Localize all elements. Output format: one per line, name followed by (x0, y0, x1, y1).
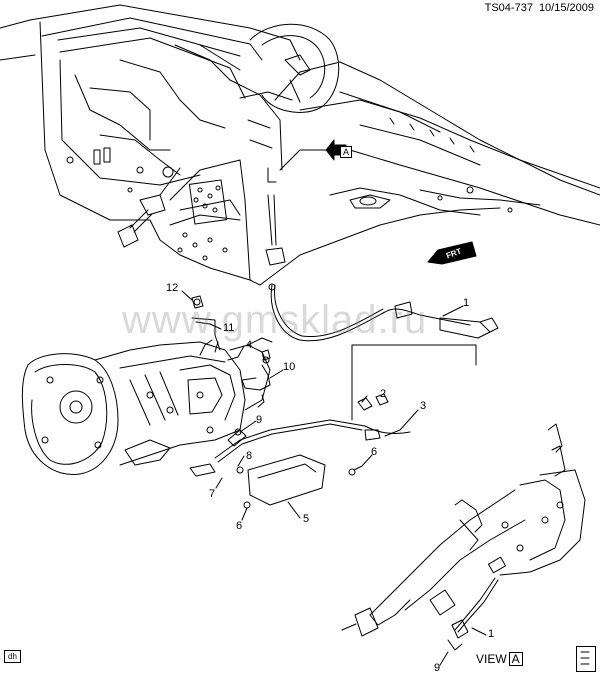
view-letter-box: A (508, 652, 523, 666)
shield-5-shape (247, 454, 326, 506)
diagram-code: TS04-737 (484, 2, 533, 14)
callout-3: 3 (420, 400, 427, 412)
callout-11: 11 (223, 322, 235, 334)
callout-5: 5 (303, 513, 310, 525)
callout-1-cable: 1 (463, 297, 470, 309)
callout-9-upper: 9 (256, 414, 263, 426)
author-tag: dh (4, 650, 21, 663)
view-a-arrow-label: A (340, 146, 353, 158)
callout-6-left: 6 (236, 520, 243, 532)
leader-lines (181, 290, 487, 666)
diagram-header: TS04-737 10/15/2009 (485, 2, 594, 14)
callout-10: 10 (283, 361, 296, 373)
callout-7: 7 (209, 488, 216, 500)
callout-2: 2 (380, 388, 387, 400)
steering-column-drawing (341, 423, 586, 651)
cowl-and-floor-drawing (0, 4, 600, 342)
callout-4: 4 (246, 339, 253, 351)
bracket-10-shape (241, 364, 271, 391)
callout-12: 12 (166, 282, 179, 294)
transmission-drawing (21, 298, 273, 476)
callout-8: 8 (246, 450, 253, 462)
front-arrow-shape (427, 241, 477, 265)
callout-1-view-a: 1 (488, 628, 495, 640)
diagram-date: 10/15/2009 (538, 2, 594, 14)
cable-3-shape (214, 419, 411, 459)
callout-9-view-a: 9 (434, 662, 441, 674)
document-icon (576, 646, 596, 672)
view-label-text: VIEW (476, 652, 507, 666)
callout-6-right: 6 (371, 446, 378, 458)
